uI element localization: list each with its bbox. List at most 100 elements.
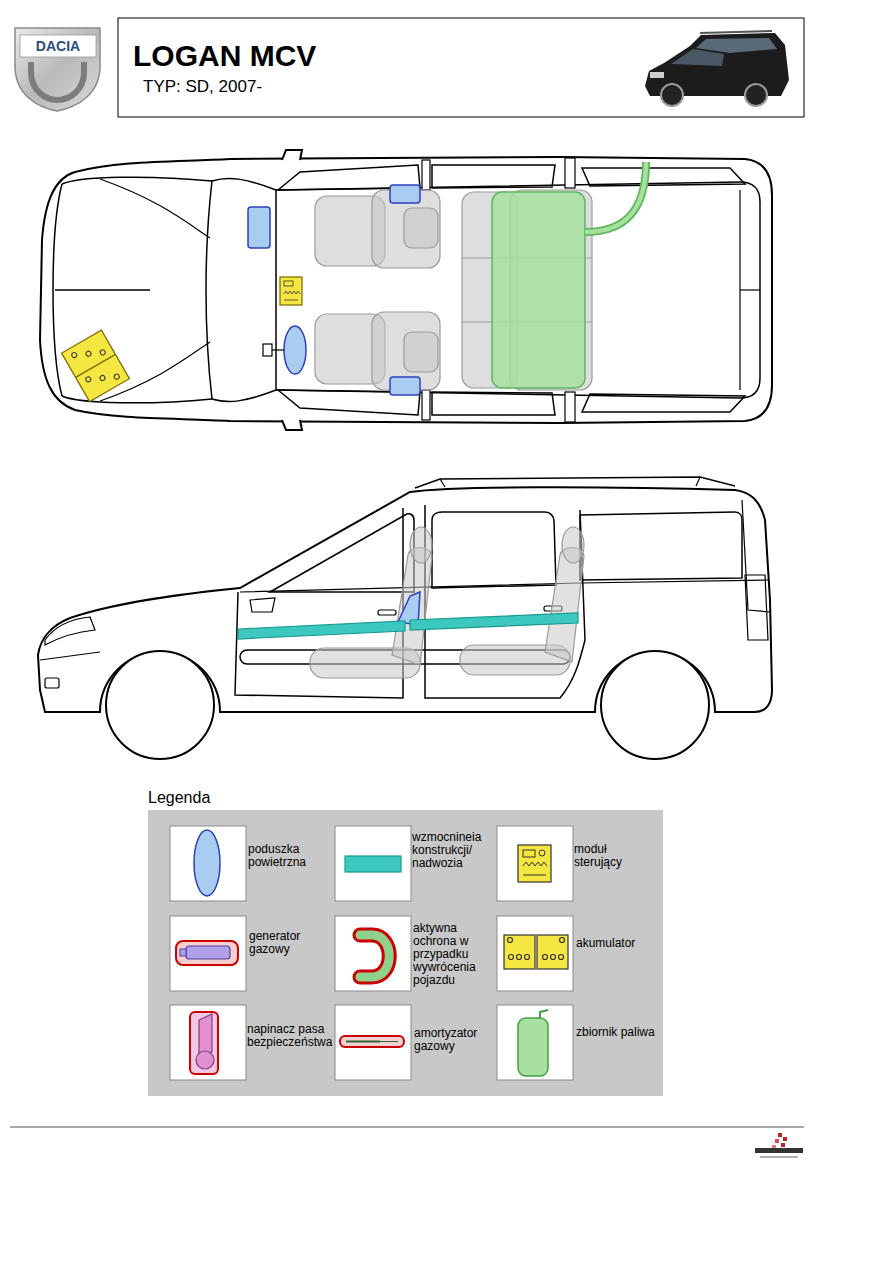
legend-battery-icon-part bbox=[543, 955, 548, 960]
legend-gas-generator-icon bbox=[176, 941, 238, 965]
side-seats bbox=[310, 527, 584, 678]
seats bbox=[315, 190, 592, 390]
publisher-logo-part bbox=[778, 1133, 782, 1137]
top-view-car-part bbox=[62, 396, 212, 403]
side-view-car-part bbox=[378, 610, 396, 615]
legend-gas-damper-icon bbox=[340, 1036, 404, 1047]
top-view-car-part bbox=[582, 168, 745, 186]
legend-rollover-icon bbox=[360, 935, 389, 977]
top-view-car bbox=[40, 150, 772, 430]
fuel-tank-part bbox=[585, 162, 646, 232]
legend-icon-frames-part bbox=[170, 826, 246, 901]
legend-icon-frames-part bbox=[497, 826, 573, 901]
footer-rule-part bbox=[10, 1127, 804, 1128]
legend-battery-icon-part bbox=[537, 935, 568, 969]
battery-part bbox=[62, 330, 130, 401]
header-frame-part bbox=[118, 18, 804, 117]
battery-part bbox=[113, 373, 120, 380]
legend-battery-icon bbox=[504, 935, 568, 969]
top-view-car-part bbox=[62, 177, 212, 184]
control-module-part bbox=[280, 277, 302, 305]
legend-belt-tensioner-icon-part bbox=[190, 1012, 218, 1074]
battery-part bbox=[99, 375, 106, 382]
top-view-car-part bbox=[422, 390, 430, 420]
top-view-car-part bbox=[432, 392, 555, 415]
legend-airbag-icon-part bbox=[194, 830, 220, 896]
battery-part bbox=[85, 376, 92, 383]
battery bbox=[62, 330, 130, 401]
reinforcement-bar-part bbox=[238, 621, 405, 639]
side-view-car-part bbox=[440, 477, 700, 487]
battery-part bbox=[76, 354, 116, 377]
side-seats-part bbox=[392, 548, 432, 665]
car-photo-part bbox=[661, 84, 683, 106]
control-module bbox=[280, 277, 302, 305]
side-view-car-part bbox=[432, 512, 556, 588]
publisher-logo bbox=[755, 1133, 803, 1158]
legend-icon-frames-part bbox=[497, 916, 573, 991]
airbags-part bbox=[390, 377, 420, 395]
legend-text: akumulator bbox=[576, 937, 660, 950]
fuel-tank bbox=[492, 162, 646, 388]
airbags-part bbox=[390, 185, 420, 203]
battery-part bbox=[99, 349, 106, 356]
legend-text: poduszka powietrzna bbox=[248, 843, 328, 869]
seats-part bbox=[404, 208, 438, 248]
battery-part bbox=[71, 352, 78, 359]
footer-rule bbox=[10, 1127, 804, 1128]
top-view-car-part bbox=[100, 179, 210, 238]
airbags-part bbox=[248, 207, 270, 248]
publisher-logo-part bbox=[781, 1143, 785, 1147]
legend-battery-icon-part bbox=[504, 935, 535, 969]
legend-battery-icon-part bbox=[560, 938, 565, 943]
top-view-car-part bbox=[206, 178, 276, 401]
car-photo-part bbox=[696, 38, 777, 53]
legend-gas-generator-icon-part bbox=[180, 949, 186, 956]
brand-name: DACIA bbox=[20, 38, 96, 54]
legend-text: generator gazowy bbox=[249, 930, 329, 956]
legend-rollover-icon-part bbox=[360, 935, 389, 977]
legend-icon-frames-part bbox=[335, 1005, 411, 1080]
top-view-car-part bbox=[565, 158, 575, 188]
airbags-part bbox=[284, 326, 306, 374]
legend-control-module-icon-part bbox=[523, 862, 547, 866]
legend-battery-icon-part bbox=[559, 955, 564, 960]
legend-text: zbiornik paliwa bbox=[576, 1026, 662, 1039]
side-view-car-part bbox=[580, 512, 742, 580]
top-view-car-part bbox=[582, 394, 745, 412]
type-note: TYP: SD, 2007- bbox=[143, 77, 262, 97]
top-view-car-part bbox=[740, 289, 760, 290]
publisher-logo-part bbox=[775, 1139, 779, 1143]
side-view-car-part bbox=[240, 580, 768, 592]
top-view-car-part bbox=[40, 157, 772, 423]
legend-icon-frames-part bbox=[335, 916, 411, 991]
legend-icon-frames-part bbox=[497, 1005, 573, 1080]
page-title: LOGAN MCV bbox=[133, 38, 316, 73]
car-photo bbox=[645, 31, 789, 106]
side-view-car-part bbox=[415, 477, 735, 488]
legend-belt-tensioner-icon bbox=[190, 1012, 218, 1074]
legend-gas-damper-icon-part bbox=[380, 1041, 398, 1042]
legend-text: napinacz pasa bezpieczeństwa bbox=[247, 1023, 333, 1049]
steering-column-part bbox=[263, 344, 272, 356]
header-frame bbox=[118, 18, 804, 117]
car-photo-part bbox=[745, 84, 767, 106]
legend-battery-icon-part bbox=[517, 955, 522, 960]
legend-belt-tensioner-icon-part bbox=[199, 1014, 212, 1054]
fuel-tank-part bbox=[585, 162, 646, 232]
publisher-logo-part bbox=[755, 1148, 803, 1153]
legend-icon-frames-part bbox=[335, 826, 411, 901]
legend-battery-icon-part bbox=[508, 938, 513, 943]
airbags bbox=[248, 185, 420, 395]
legend-control-module-icon bbox=[518, 845, 551, 882]
car-photo-part bbox=[650, 72, 664, 78]
legend-battery-icon-part bbox=[509, 955, 514, 960]
legend-reinforcement-icon bbox=[345, 856, 401, 872]
legend-icon-frames bbox=[170, 826, 573, 1080]
legend-control-module-icon-part bbox=[518, 845, 551, 882]
legend-text: wzmocnineia konstrukcji/ nadwozia bbox=[412, 831, 494, 870]
side-view-car-part bbox=[45, 678, 59, 688]
steering-column bbox=[263, 344, 284, 356]
publisher-logo-part bbox=[760, 1156, 798, 1158]
